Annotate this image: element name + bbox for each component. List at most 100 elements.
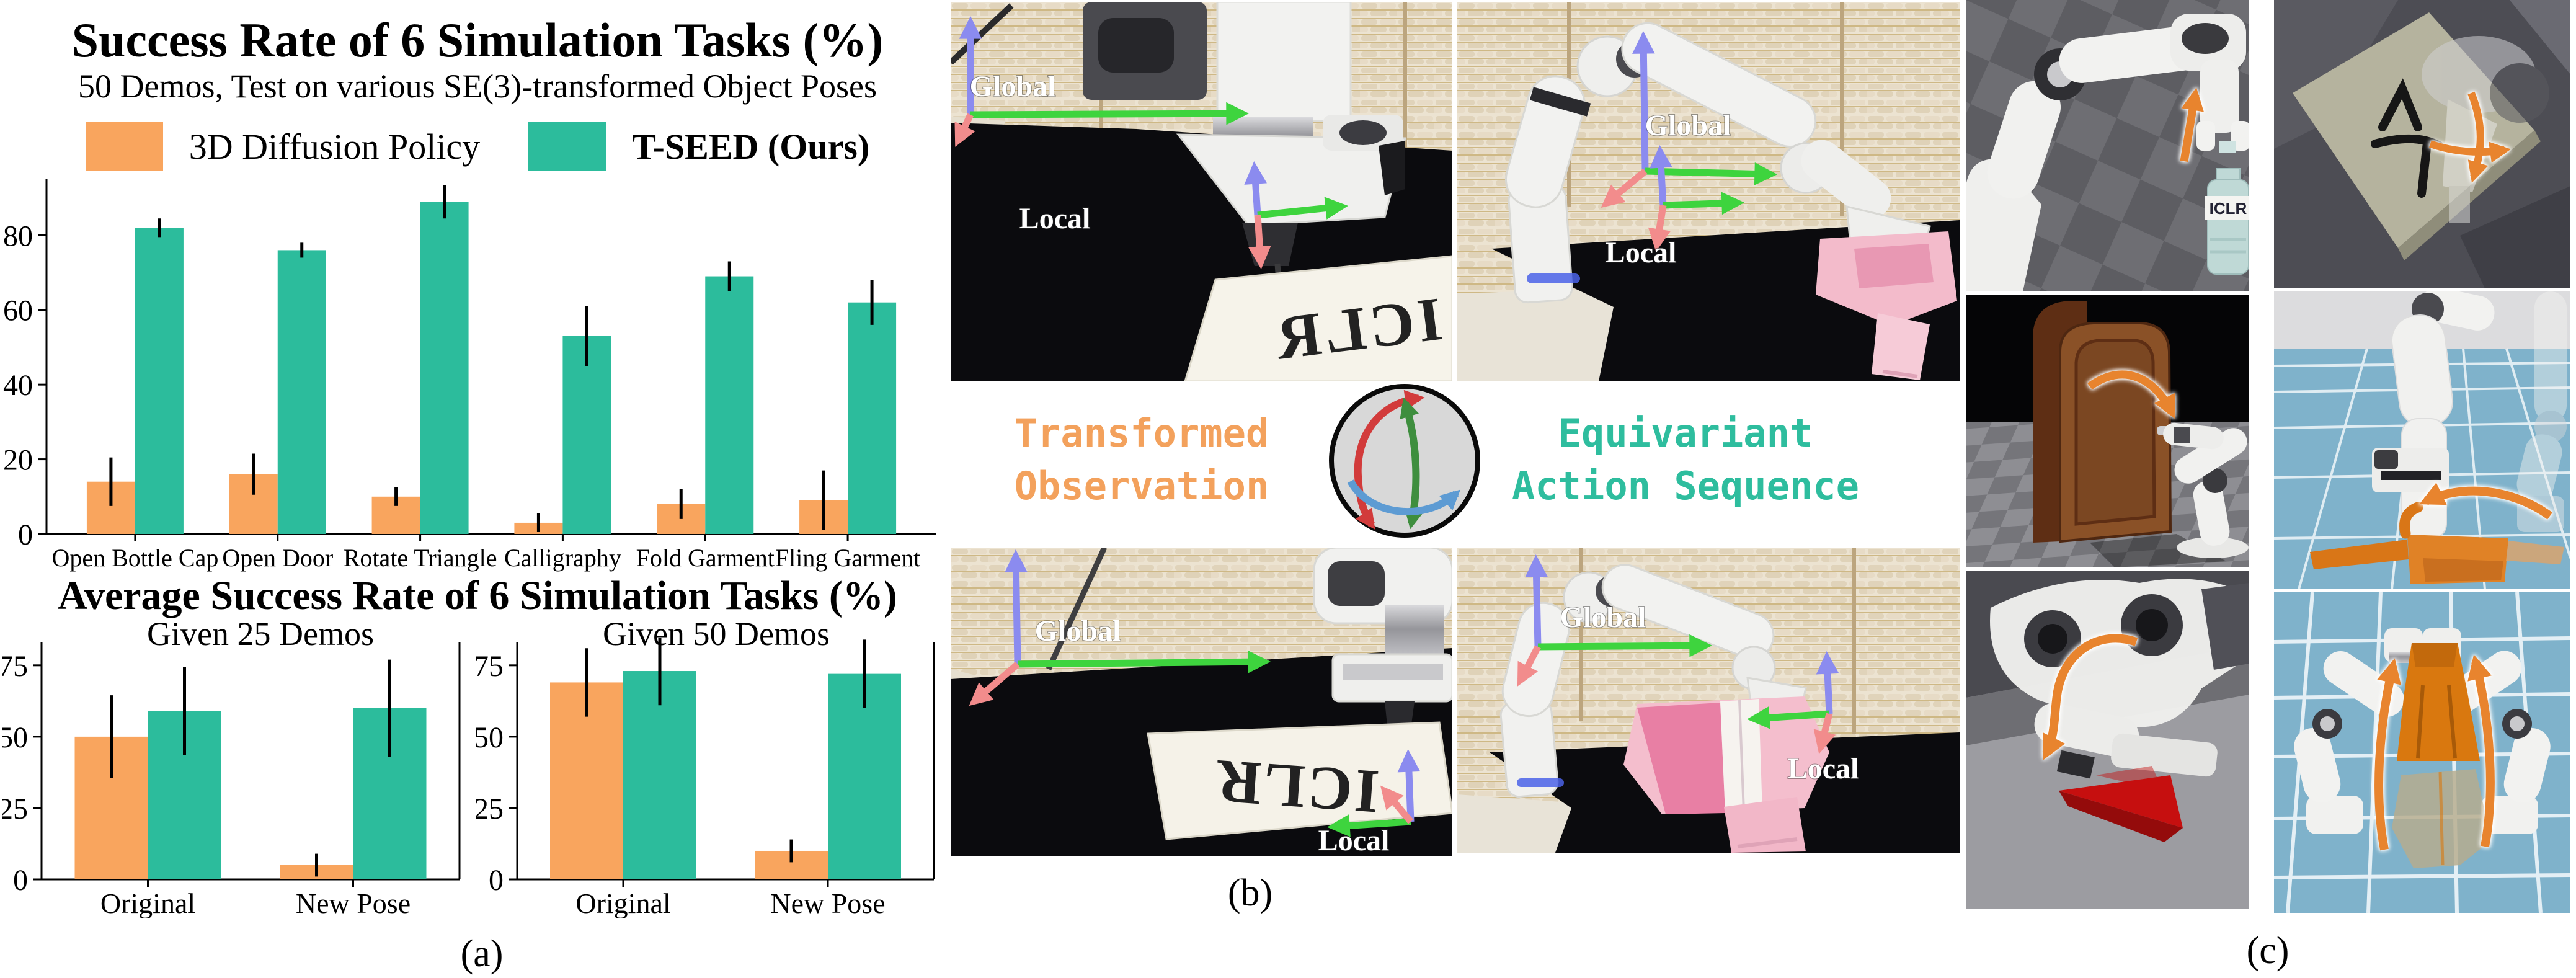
red-triangle xyxy=(2059,766,2183,842)
x-tick-label: Open Bottle Cap xyxy=(51,544,218,572)
y-tick-label: 75 xyxy=(476,650,504,683)
local-frame-label: Local xyxy=(1318,824,1390,856)
x-tick-label: New Pose xyxy=(770,887,885,918)
bar-t-seed-ours- xyxy=(420,202,469,534)
bar-t-seed-ours- xyxy=(848,302,897,534)
caption-c: (c) xyxy=(2246,930,2290,972)
panel-b-photos: ICLR Global Local xyxy=(951,0,1960,978)
photo-fold-garment-original: Global Local xyxy=(1457,2,1960,381)
global-axes-icon xyxy=(969,549,1271,706)
calligraphy-paper xyxy=(1184,255,1452,381)
y-tick-label: 0 xyxy=(13,864,28,897)
photo-calligraphy-transformed: ICLR Global Local xyxy=(951,548,1452,856)
y-tick-label: 50 xyxy=(476,721,504,754)
avg-chart-title: Average Success Rate of 6 Simulation Tas… xyxy=(58,573,897,618)
x-tick-label: Open Door xyxy=(222,544,333,572)
legend-label-tseed: T-SEED (Ours) xyxy=(632,126,870,167)
y-tick-label: 50 xyxy=(2,721,28,754)
bar-t-seed-ours- xyxy=(623,671,696,879)
red-rotation-arrow xyxy=(1354,389,1425,530)
photo-fold-garment-transformed: Global Local xyxy=(1457,548,1960,853)
sim-rotate-triangle xyxy=(1966,571,2249,909)
chart-legend: 3D Diffusion Policy T-SEED (Ours) xyxy=(0,118,955,175)
global-axes-icon xyxy=(1601,31,1777,208)
y-tick-label: 60 xyxy=(3,295,33,327)
camera-tripod-rod xyxy=(1046,548,1108,670)
white-table xyxy=(1457,794,1578,853)
local-frame-label: Local xyxy=(1788,752,1859,785)
legend-label-3d-diffusion: 3D Diffusion Policy xyxy=(189,126,481,167)
orange-garment xyxy=(2310,502,2564,584)
local-axes-icon xyxy=(1244,161,1348,269)
x-tick-label: Fold Garment xyxy=(636,544,775,572)
local-frame-label: Local xyxy=(1606,236,1677,269)
motion-arrow-curved xyxy=(2087,370,2175,419)
global-frame-label: Global xyxy=(1645,109,1731,142)
global-axes-icon xyxy=(1517,554,1712,687)
motion-arrows-cross xyxy=(2429,91,2512,183)
global-frame-label: Global xyxy=(970,70,1056,103)
panel-a-charts: Success Rate of 6 Simulation Tasks (%) 5… xyxy=(0,0,955,978)
subplot-title-25-demos: Given 25 Demos xyxy=(147,615,374,652)
motion-arrow-up xyxy=(2180,87,2204,162)
pink-garment xyxy=(1816,231,1957,380)
x-tick-label: Calligraphy xyxy=(504,544,621,572)
bottle-label: ICLR xyxy=(2210,199,2247,218)
global-frame-label: Global xyxy=(1035,615,1121,647)
bottle-cap xyxy=(2219,141,2236,153)
water-bottle: ICLR xyxy=(2205,168,2249,275)
motion-arrow-rotate xyxy=(2042,634,2138,760)
x-tick-label: Original xyxy=(575,887,670,918)
x-tick-label: New Pose xyxy=(296,887,411,918)
panel-c-simulations: ICLR xyxy=(1964,0,2576,978)
robot-arm xyxy=(1083,2,1406,350)
y-tick-label: 25 xyxy=(2,793,28,825)
y-tick-label: 75 xyxy=(2,650,28,683)
local-axes-icon xyxy=(1747,651,1839,754)
bar-t-seed-ours- xyxy=(135,228,184,534)
global-axes-icon xyxy=(954,16,1249,147)
paper-writing-rotated: ICLR xyxy=(1212,747,1381,827)
robot-arm xyxy=(2372,291,2495,540)
local-axes-icon xyxy=(1648,145,1744,252)
bar-t-seed-ours- xyxy=(705,276,754,534)
local-axes-icon xyxy=(1327,749,1421,837)
caption-b: (b) xyxy=(1227,872,1273,914)
motion-arrows-fling xyxy=(2374,654,2495,851)
pink-garment xyxy=(1623,696,1829,853)
global-frame-label: Global xyxy=(1560,601,1646,634)
sim-open-door xyxy=(1966,295,2249,567)
photo-calligraphy-original: ICLR Global Local xyxy=(951,2,1452,381)
sim-fold-garment xyxy=(2274,291,2570,589)
legend-swatch-tseed xyxy=(528,122,606,171)
white-table xyxy=(1457,288,1622,381)
bar-t-seed-ours- xyxy=(277,250,326,534)
blue-rotation-arrow xyxy=(1347,479,1461,515)
x-tick-label: Fling Garment xyxy=(775,544,920,572)
caption-a: (a) xyxy=(460,933,504,975)
subplot-title-50-demos: Given 50 Demos xyxy=(603,615,830,652)
legend-swatch-3d-diffusion xyxy=(85,122,163,171)
lifted-garment-corner xyxy=(2399,502,2423,539)
y-tick-label: 80 xyxy=(3,220,33,252)
motion-arrow-fold xyxy=(2419,482,2553,520)
orange-dress xyxy=(2397,643,2480,761)
y-tick-label: 0 xyxy=(489,864,504,897)
local-frame-label: Local xyxy=(1019,202,1091,235)
calligraphy-paper xyxy=(1147,721,1452,840)
se3-rotation-icon xyxy=(1329,384,1480,538)
y-tick-label: 0 xyxy=(18,518,33,551)
transformed-observation-label: Transformed Observation xyxy=(1014,411,1269,509)
sim-fling-garment xyxy=(2274,592,2570,913)
y-tick-label: 20 xyxy=(3,444,33,477)
chart-main-title: Success Rate of 6 Simulation Tasks (%) xyxy=(71,13,884,67)
sim-calligraphy xyxy=(2274,0,2570,288)
equivariant-action-label: Equivariant Action Sequence xyxy=(1512,411,1859,509)
x-tick-label: Original xyxy=(100,887,195,918)
robot-arm xyxy=(2163,422,2249,558)
chart-subtitle: 50 Demos, Test on various SE(3)-transfor… xyxy=(78,68,877,105)
